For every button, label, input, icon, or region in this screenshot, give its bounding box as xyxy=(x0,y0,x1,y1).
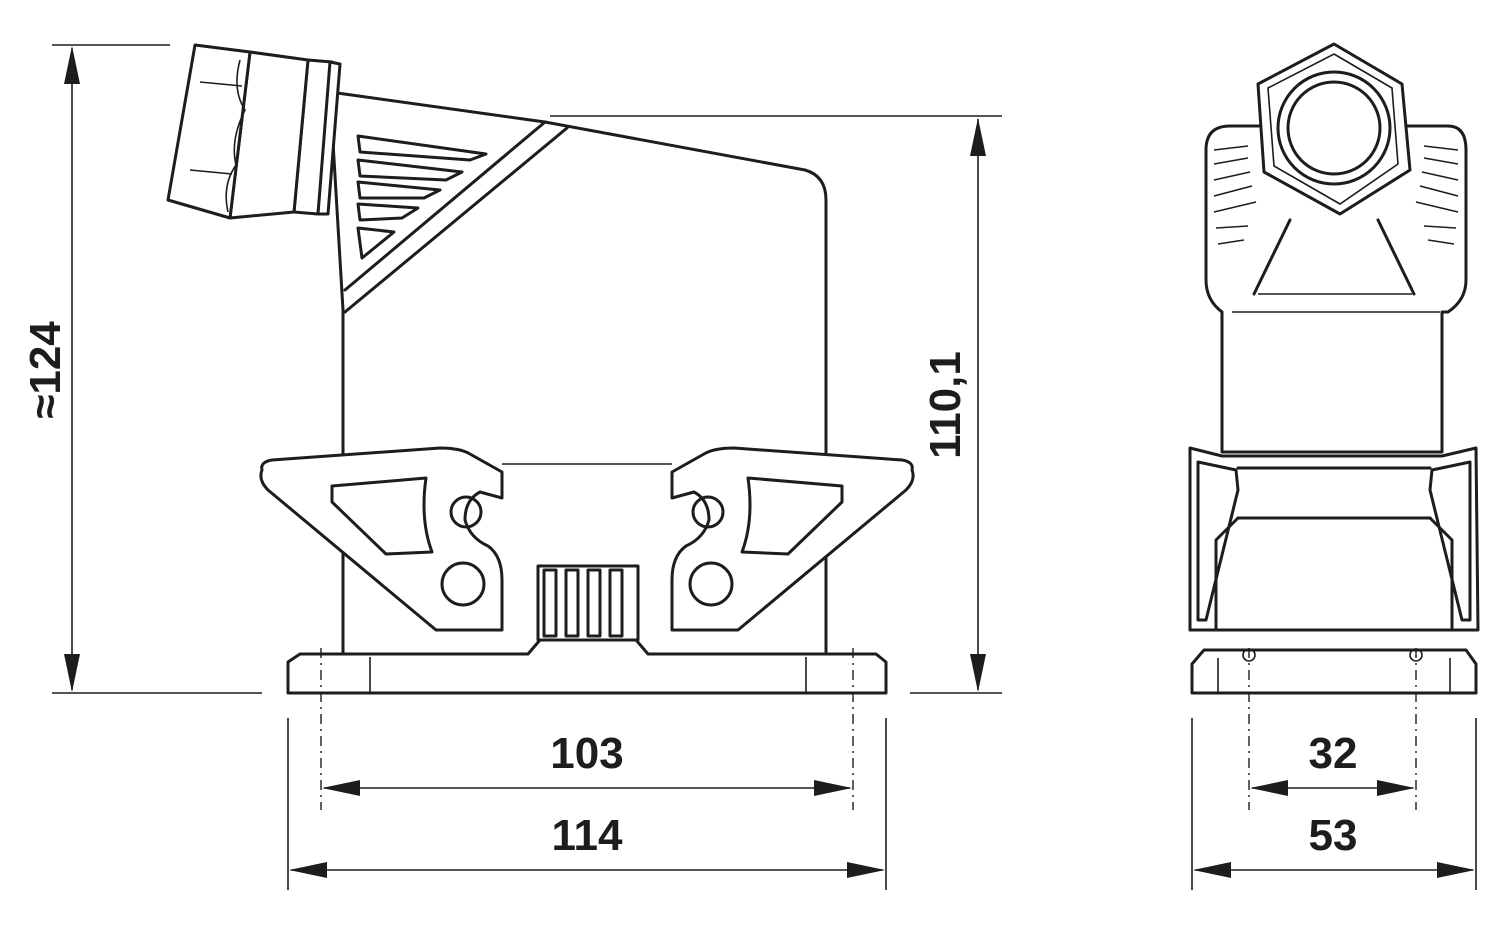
front-vents-left xyxy=(1213,145,1257,245)
side-lever-right-pivot xyxy=(691,495,725,529)
side-vent-3 xyxy=(356,180,442,200)
side-dimensions: ≈124 110,1 103 114 xyxy=(21,44,1002,890)
side-lever-left-window xyxy=(330,476,434,556)
front-gland-bore xyxy=(1286,80,1382,176)
front-base-plate xyxy=(1190,648,1478,695)
side-gland-ring xyxy=(316,60,342,216)
front-lower-frame xyxy=(1196,460,1472,622)
dim-overall-height: ≈124 xyxy=(21,321,70,419)
dim-base-width-side: 114 xyxy=(552,811,624,860)
front-dimensions: 32 53 xyxy=(1191,718,1477,890)
dim-body-height: 110,1 xyxy=(921,351,970,459)
side-rib xyxy=(343,120,569,314)
side-grille-slots xyxy=(542,568,624,638)
dim-hole-spacing-front: 32 xyxy=(1309,729,1358,778)
front-base-inner xyxy=(1217,658,1451,693)
side-vent-2 xyxy=(356,158,464,182)
front-neck xyxy=(1252,218,1416,296)
side-base-inner xyxy=(369,657,807,693)
side-lever-right-window xyxy=(740,476,844,556)
side-lever-left-pivot xyxy=(449,495,483,529)
side-gland-cap-detail xyxy=(225,59,246,213)
side-view xyxy=(166,43,915,810)
side-lever-left-pin xyxy=(440,561,486,607)
dim-base-width-front: 53 xyxy=(1309,811,1358,860)
side-lever-right-pin xyxy=(688,561,734,607)
front-lower-housing xyxy=(1188,446,1480,632)
side-gland-cap xyxy=(166,43,252,220)
side-vent-4 xyxy=(356,202,420,222)
front-view xyxy=(1188,42,1480,810)
dim-hole-spacing-side: 103 xyxy=(550,729,623,778)
side-gland-cap-facet xyxy=(189,81,243,175)
side-vent-1 xyxy=(356,134,488,162)
front-window-sides xyxy=(1214,516,1454,632)
front-vents-right xyxy=(1415,145,1459,245)
front-hood xyxy=(1204,124,1468,454)
front-window-top xyxy=(1236,466,1432,520)
front-gland-hex-inner xyxy=(1267,53,1399,205)
side-vent-5 xyxy=(356,226,396,260)
